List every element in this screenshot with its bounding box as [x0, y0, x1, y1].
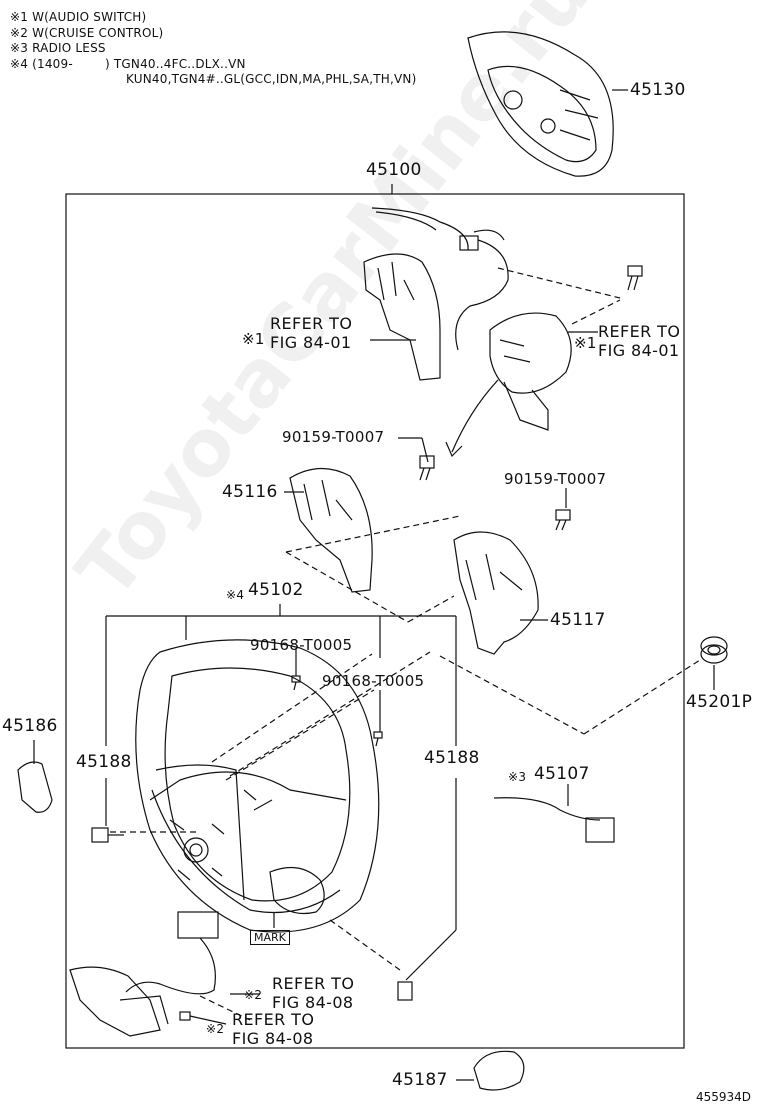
- refer-fig-84-01-right[interactable]: REFER TO FIG 84-01: [598, 322, 681, 360]
- harness-45107-drawing: [493, 784, 615, 843]
- mark-box: MARK: [250, 930, 290, 945]
- note-1: ※1 W(AUDIO SWITCH): [10, 10, 147, 24]
- refer-fig-84-08-b[interactable]: REFER TO FIG 84-08: [232, 1010, 315, 1048]
- cover-45116-drawing: [284, 467, 373, 593]
- cap-45187-drawing: [456, 1050, 525, 1091]
- part-label-45117[interactable]: 45117: [550, 610, 606, 630]
- part-label-45102[interactable]: 45102: [248, 580, 304, 600]
- note-4: ※4 (1409- ) TGN40..4FC..DLX..VN: [10, 56, 246, 71]
- ref1-right-mark: ※1: [574, 334, 597, 352]
- nut-45201p-drawing: [700, 636, 728, 690]
- refer-fig-84-08-a[interactable]: REFER TO FIG 84-08: [272, 974, 355, 1012]
- p45102-mark: ※4: [226, 588, 245, 602]
- screw-90159-left-drawing: [419, 455, 435, 481]
- note-2: ※2 W(CRUISE CONTROL): [10, 25, 164, 40]
- switch-bezel-left-drawing: [363, 253, 441, 381]
- part-label-90168-a[interactable]: 90168-T0005: [250, 636, 353, 654]
- part-label-45187[interactable]: 45187: [392, 1070, 448, 1090]
- switch-bezel-right-drawing: [489, 312, 572, 431]
- part-label-45201p[interactable]: 45201P: [686, 692, 753, 712]
- note-3: ※3 RADIO LESS: [10, 41, 106, 55]
- screw-90168-a-drawing: [291, 648, 301, 691]
- harness-top-drawing: [371, 207, 509, 351]
- part-label-45107[interactable]: 45107: [534, 764, 590, 784]
- part-label-45188-right[interactable]: 45188: [424, 748, 480, 768]
- drawing-number: 455934D: [696, 1090, 752, 1104]
- screw-90168-b-drawing: [373, 690, 383, 747]
- part-label-45186[interactable]: 45186: [2, 716, 58, 736]
- bolt-45188-left-drawing: [91, 778, 124, 843]
- screw-top-right-drawing: [627, 265, 643, 291]
- ref2a-mark: ※2: [244, 988, 263, 1002]
- part-label-90159-left[interactable]: 90159-T0007: [282, 428, 385, 446]
- assembly-frame: [65, 193, 685, 1049]
- footnotes: ※1 W(AUDIO SWITCH) ※2 W(CRUISE CONTROL) …: [10, 10, 416, 88]
- part-label-45188-left[interactable]: 45188: [76, 752, 132, 772]
- refer-fig-84-01-left[interactable]: REFER TO FIG 84-01: [270, 314, 353, 352]
- ref2b-mark: ※2: [206, 1022, 225, 1036]
- part-label-90168-b[interactable]: 90168-T0005: [322, 672, 425, 690]
- screw-cruise-drawing: [179, 1011, 227, 1025]
- p45107-mark: ※3: [508, 770, 527, 784]
- part-label-90159-right[interactable]: 90159-T0007: [504, 470, 607, 488]
- cover-45117-drawing: [453, 531, 548, 655]
- airbag-45130-drawing: [467, 31, 628, 177]
- part-label-45100[interactable]: 45100: [366, 160, 422, 180]
- ref1-left-mark: ※1: [242, 330, 265, 348]
- bolt-45188-right-drawing: [397, 778, 457, 1001]
- part-label-45130[interactable]: 45130: [630, 80, 686, 100]
- part-label-45116[interactable]: 45116: [222, 482, 278, 502]
- cruise-switch-drawing: [69, 911, 260, 1037]
- note-4-continued: KUN40,TGN4#..GL(GCC,IDN,MA,PHL,SA,TH,VN): [126, 72, 417, 86]
- part-45186-drawing: [17, 740, 53, 813]
- screw-90159-right-drawing: [555, 509, 571, 531]
